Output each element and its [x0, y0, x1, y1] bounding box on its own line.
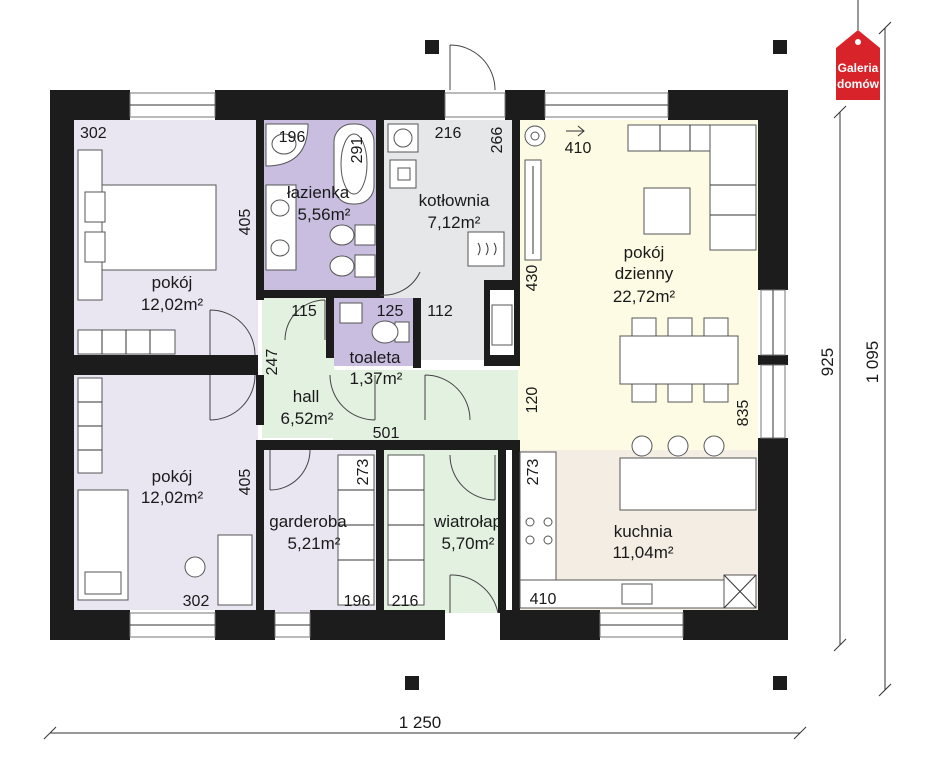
dim-115-hall: 115 — [291, 303, 317, 320]
dim-501-hall: 501 — [373, 425, 400, 442]
galeria-domow-badge: Galeria domów — [836, 0, 880, 100]
dim-196-bath: 196 — [279, 129, 306, 146]
dim-266-boiler: 266 — [489, 127, 506, 154]
boiler-room-area: 7,12m² — [428, 213, 481, 232]
windows — [129, 92, 786, 638]
dim-112-boiler: 112 — [427, 303, 453, 320]
dim-302-bottom: 302 — [183, 593, 210, 610]
living-room-name-line2: dzienny — [615, 264, 674, 283]
overall-width-label: 1 250 — [399, 713, 442, 732]
vestibule-name: wiatrołap — [433, 512, 502, 531]
dim-405-bottom: 405 — [237, 469, 254, 496]
dim-273-kitchen: 273 — [525, 459, 542, 486]
dim-125-toilet: 125 — [377, 303, 404, 320]
bedroom-bottom-name: pokój — [152, 467, 193, 486]
wardrobe-name: garderoba — [269, 512, 347, 531]
badge-line2: domów — [837, 77, 880, 91]
dim-410-kitchen: 410 — [530, 591, 557, 608]
vestibule-area: 5,70m² — [442, 534, 495, 553]
toilet-area: 1,37m² — [350, 369, 403, 388]
boiler-room-name: kotłownia — [419, 191, 490, 210]
overall-depth-label: 1 095 — [863, 341, 882, 384]
kitchen-name: kuchnia — [614, 522, 673, 541]
bathroom-area: 5,56m² — [298, 205, 351, 224]
dim-247-hall: 247 — [264, 349, 281, 376]
living-room-area: 22,72m² — [613, 287, 676, 306]
overall-depth-dimension: 1 095 — [863, 21, 892, 697]
doors — [209, 44, 499, 614]
dim-835-living: 835 — [735, 400, 752, 427]
hall-name: hall — [293, 387, 319, 406]
depth-925-label: 925 — [818, 348, 837, 376]
depth-925-dimension: 925 — [818, 105, 847, 652]
dim-120-living: 120 — [524, 387, 541, 414]
dim-216-vestibule: 216 — [392, 593, 419, 610]
dim-405-top: 405 — [237, 209, 254, 236]
dim-430-living: 430 — [524, 265, 541, 292]
dim-291-bath: 291 — [349, 137, 366, 164]
bathroom-name: łazienka — [287, 183, 350, 202]
hall-floor — [262, 298, 334, 438]
dim-196-wardrobe: 196 — [344, 593, 371, 610]
toilet-name: toaleta — [349, 348, 401, 367]
bedroom-top-area: 12,02m² — [141, 295, 204, 314]
bedroom-top-name: pokój — [152, 273, 193, 292]
dim-302-top: 302 — [80, 125, 107, 142]
living-room-name-line1: pokój — [624, 243, 665, 262]
wardrobe-area: 5,21m² — [288, 534, 341, 553]
kitchen-area: 11,04m² — [612, 543, 673, 562]
hall-area: 6,52m² — [281, 409, 334, 428]
dim-410-living: 410 — [565, 140, 592, 157]
dim-273-wardrobe: 273 — [355, 459, 372, 486]
bedroom-bottom-area: 12,02m² — [141, 488, 204, 507]
badge-line1: Galeria — [838, 61, 879, 75]
furniture — [77, 123, 757, 609]
dim-216-boiler: 216 — [435, 125, 462, 142]
walls — [50, 40, 788, 690]
overall-width-dimension: 1 250 — [43, 713, 807, 740]
